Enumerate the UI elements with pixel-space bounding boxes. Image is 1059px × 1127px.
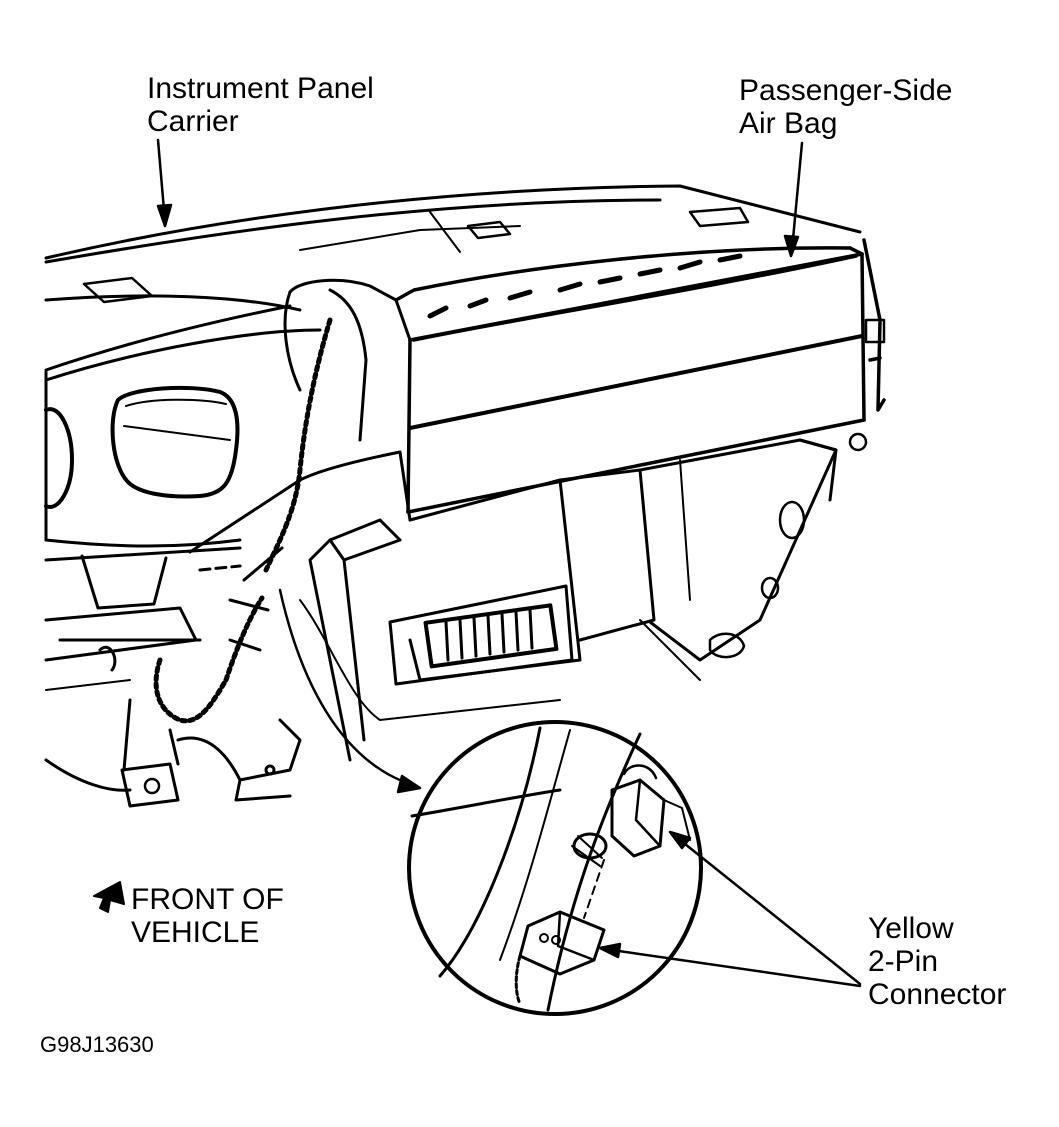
leader-lines	[156, 138, 804, 794]
label-line: Yellow	[868, 912, 954, 945]
instrument-panel-carrier-drawing	[44, 184, 862, 808]
label-line: 2-Pin	[868, 945, 939, 978]
harness-clips	[98, 546, 284, 672]
label-line: FRONT OF	[131, 883, 284, 916]
label-line: VEHICLE	[131, 916, 260, 949]
label-line: Air Bag	[739, 107, 838, 140]
instrument-panel-carrier-label: Instrument Panel Carrier	[147, 72, 374, 138]
passenger-side-air-bag-label: Passenger-Side Air Bag	[739, 74, 952, 140]
wiring-harness	[153, 317, 333, 724]
air-bag-module-drawing	[394, 238, 886, 514]
yellow-connector-label: Yellow 2-Pin Connector	[868, 912, 1006, 1011]
detail-circle	[407, 720, 703, 1016]
front-arrow-icon	[93, 881, 125, 913]
label-line: Connector	[868, 978, 1007, 1011]
connector-callout	[598, 830, 862, 988]
lower-panels	[299, 438, 838, 721]
front-of-vehicle-label: FRONT OF VEHICLE	[131, 883, 284, 949]
label-line: Instrument Panel	[147, 72, 374, 105]
center-support-bracket	[188, 278, 412, 762]
label-line: Passenger-Side	[739, 74, 953, 107]
figure-code: G98J13630	[40, 1032, 154, 1057]
label-line: Carrier	[147, 105, 239, 138]
